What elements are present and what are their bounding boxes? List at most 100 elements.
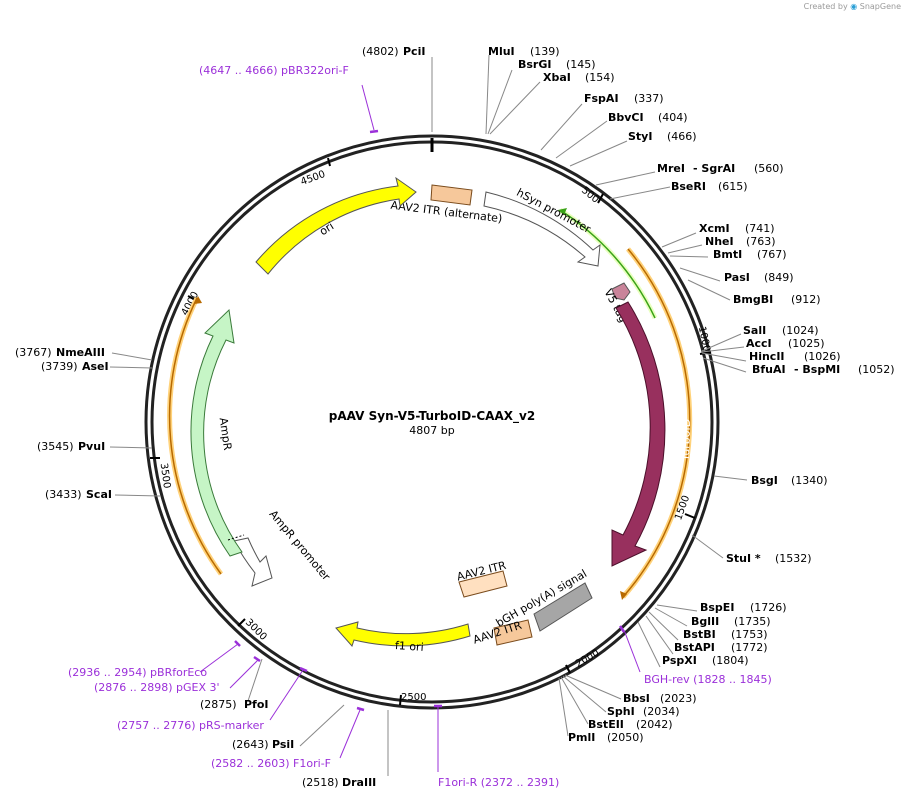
- svg-text:(560): (560): [754, 162, 784, 175]
- svg-text:PsiI: PsiI: [272, 738, 294, 751]
- tick-2500: 2500: [399, 692, 426, 706]
- feature-ampr-promoter[interactable]: AmpR promoter: [233, 508, 333, 587]
- svg-text:(3739): (3739): [41, 360, 78, 373]
- site-bbvci[interactable]: BbvCI (404): [608, 111, 688, 124]
- svg-text:(1052): (1052): [858, 363, 895, 376]
- svg-text:(2034): (2034): [643, 705, 680, 718]
- svg-text:BstAPI: BstAPI: [674, 641, 715, 654]
- site-pasi[interactable]: PasI (849): [724, 271, 794, 284]
- primer-leaders: [199, 84, 641, 772]
- feature-tracks: [167, 207, 693, 600]
- site-bglii[interactable]: BglII (1735): [691, 615, 771, 628]
- svg-text:(139): (139): [530, 45, 560, 58]
- site-bstbi[interactable]: BstBI (1753): [683, 628, 768, 641]
- site-acci[interactable]: AccI (1025): [746, 337, 825, 350]
- site-pfoi[interactable]: (2875) PfoI: [200, 698, 269, 711]
- svg-text:BGH-rev (1828 .. 1845): BGH-rev (1828 .. 1845): [644, 673, 772, 686]
- site-sali[interactable]: SalI (1024): [743, 324, 819, 337]
- svg-text:(2875): (2875): [200, 698, 237, 711]
- svg-text:(1735): (1735): [734, 615, 771, 628]
- site-pvui[interactable]: (3545) PvuI: [37, 440, 105, 453]
- primer-pbrforeco[interactable]: (2936 .. 2954) pBRforEco: [68, 666, 207, 679]
- svg-text:PasI: PasI: [724, 271, 750, 284]
- svg-text:(2518): (2518): [302, 776, 339, 789]
- svg-text:BspEI: BspEI: [700, 601, 734, 614]
- site-xcmi[interactable]: XcmI (741): [699, 222, 775, 235]
- primer-bgh-rev[interactable]: BGH-rev (1828 .. 1845): [644, 673, 772, 686]
- svg-text:BstBI: BstBI: [683, 628, 716, 641]
- site-psii[interactable]: (2643) PsiI: [232, 738, 294, 751]
- site-bmti[interactable]: BmtI (767): [713, 248, 787, 261]
- svg-text:XcmI: XcmI: [699, 222, 730, 235]
- site-draiii[interactable]: (2518) DraIII: [302, 776, 376, 789]
- site-xbai[interactable]: XbaI (154): [543, 71, 615, 84]
- site-pcii[interactable]: (4802) PciI: [362, 45, 425, 58]
- svg-text:(3545): (3545): [37, 440, 74, 453]
- svg-text:PmlI: PmlI: [568, 731, 595, 744]
- site-pspxi[interactable]: PspXI (1804): [662, 654, 749, 667]
- svg-text:StyI: StyI: [628, 130, 652, 143]
- feature-aav2-itr-1[interactable]: AAV2 ITR: [456, 559, 508, 598]
- feature-hsyn-promoter[interactable]: hSyn promoter: [483, 186, 601, 267]
- site-nhei[interactable]: NheI (763): [705, 235, 776, 248]
- site-nmeaiii[interactable]: (3767) NmeAIII: [15, 346, 105, 359]
- backbone-outer-circle: [144, 134, 720, 710]
- credit-brand: SnapGene: [859, 2, 901, 11]
- feature-turboid[interactable]: TurboID: [611, 301, 693, 567]
- svg-text:BmtI: BmtI: [713, 248, 742, 261]
- primer-f1ori-r[interactable]: F1ori-R (2372 .. 2391): [438, 776, 559, 789]
- primer-marks: [234, 129, 626, 712]
- site-scai[interactable]: (3433) ScaI: [45, 488, 112, 501]
- svg-text:(741): (741): [745, 222, 775, 235]
- svg-text:HincII: HincII: [749, 350, 785, 363]
- hsyn-track-arrow: [558, 208, 567, 215]
- site-bspei[interactable]: BspEI (1726): [700, 601, 787, 614]
- site-sphi[interactable]: SphI (2034): [607, 705, 680, 718]
- site-styi[interactable]: StyI (466): [628, 130, 697, 143]
- site-bmgbi[interactable]: BmgBI (912): [733, 293, 821, 306]
- site-stui[interactable]: StuI * (1532): [726, 552, 812, 565]
- feature-ori-label: ori: [317, 220, 336, 239]
- svg-text:BbsI: BbsI: [623, 692, 650, 705]
- svg-text:2500: 2500: [401, 692, 426, 703]
- svg-text:(2023): (2023): [660, 692, 697, 705]
- svg-text:(1340): (1340): [791, 474, 828, 487]
- svg-text:(2042): (2042): [636, 718, 673, 731]
- feature-ori[interactable]: ori: [255, 176, 417, 275]
- svg-text:(145): (145): [566, 58, 596, 71]
- site-asei[interactable]: (3739) AseI: [41, 360, 109, 373]
- site-fspai[interactable]: FspAI (337): [584, 92, 664, 105]
- site-bfuai-bspmi[interactable]: BfuAI - BspMI (1052): [752, 363, 895, 376]
- svg-text:NmeAIII: NmeAIII: [56, 346, 105, 359]
- svg-text:(767): (767): [757, 248, 787, 261]
- svg-text:(1532): (1532): [775, 552, 812, 565]
- site-bsteii[interactable]: BstEII (2042): [588, 718, 673, 731]
- left-orange-track-edge: [168, 297, 222, 575]
- svg-text:BsrGI: BsrGI: [518, 58, 551, 71]
- svg-text:BmgBI: BmgBI: [733, 293, 773, 306]
- site-mrei-sgrai[interactable]: MreI - SgrAI (560): [657, 162, 784, 175]
- snapgene-logo-icon: ◉: [850, 2, 858, 11]
- svg-text:BseRI: BseRI: [671, 180, 706, 193]
- svg-text:SalI: SalI: [743, 324, 766, 337]
- feature-ampr-label: AmpR: [217, 417, 234, 452]
- primer-pgex3[interactable]: (2876 .. 2898) pGEX 3': [94, 681, 220, 694]
- primer-pbr322ori-f[interactable]: (4647 .. 4666) pBR322ori-F: [199, 64, 349, 77]
- feature-ampr[interactable]: AmpR: [190, 308, 245, 557]
- site-bsgi[interactable]: BsgI (1340): [751, 474, 828, 487]
- site-pmli[interactable]: PmlI (2050): [568, 731, 644, 744]
- site-bstapi[interactable]: BstAPI (1772): [674, 641, 768, 654]
- primer-prs-marker[interactable]: (2757 .. 2776) pRS-marker: [117, 719, 264, 732]
- svg-text:(1024): (1024): [782, 324, 819, 337]
- site-bseri[interactable]: BseRI (615): [671, 180, 748, 193]
- credit-prefix: Created by: [803, 2, 848, 11]
- site-mlui[interactable]: MluI (139): [488, 45, 560, 58]
- site-bbsi[interactable]: BbsI (2023): [623, 692, 697, 705]
- site-bsrgi[interactable]: BsrGI (145): [518, 58, 596, 71]
- primer-f1ori-f[interactable]: (2582 .. 2603) F1ori-F: [211, 757, 331, 770]
- svg-text:(466): (466): [667, 130, 697, 143]
- site-hincii[interactable]: HincII (1026): [749, 350, 841, 363]
- svg-text:BglII: BglII: [691, 615, 719, 628]
- feature-f1-ori[interactable]: f1 ori: [335, 621, 471, 654]
